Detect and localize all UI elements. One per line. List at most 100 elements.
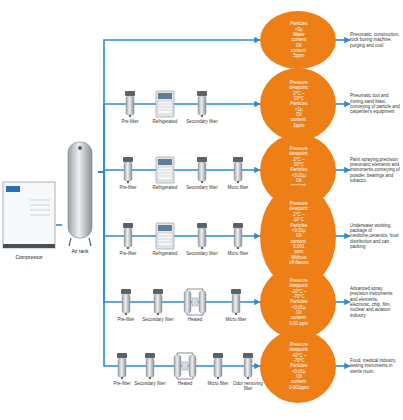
equipment-label: Refrigerated	[149, 251, 181, 256]
spec-text: Particles <0.01μ	[288, 167, 309, 178]
quality-ellipse: Pressure dewpoint: 2°C ~ 10°CParticles <…	[260, 68, 336, 141]
spec-text: Oil content: 0.01 ppm	[288, 310, 309, 326]
spec-text: Pressure dewpoint: -40°C ~ -70°C	[288, 342, 310, 364]
equipment-label: Secondary filter	[186, 185, 218, 190]
spec-text: Particles <0.01μ	[288, 223, 309, 234]
spec-text: Oil content: 1ppm	[288, 112, 309, 128]
filter-symbol	[233, 157, 243, 183]
air-pipe	[336, 169, 350, 171]
air-pipe	[336, 365, 350, 367]
compressor-cabinet	[3, 182, 55, 248]
ellipse-text-block: Pressure dewpoint: 2°C ~ 10°CParticles <…	[288, 80, 309, 129]
ellipse-fill	[260, 68, 336, 141]
treatment-row	[125, 91, 207, 117]
application-text: Pneumatic tool and mixing,sand blast, co…	[350, 93, 400, 115]
equipment-label: Micro filter	[222, 251, 254, 256]
equipment-label: Pre-filter	[112, 251, 144, 256]
equipment-label: Micro filter	[220, 317, 252, 322]
air-pipe	[336, 103, 350, 105]
heated-dryer-symbol	[174, 353, 196, 379]
refrigerated-dryer-symbol	[156, 223, 174, 249]
filter-symbol	[213, 353, 223, 379]
treatment-row	[123, 157, 243, 183]
filter-symbol	[197, 223, 207, 249]
equipment-label: Micro filter	[202, 381, 234, 386]
equipment-label: Odor removing filter	[232, 381, 264, 392]
filter-symbol	[123, 157, 133, 183]
equipment-label: Heated	[169, 381, 201, 386]
part-name: Air tank	[62, 248, 98, 254]
filter-symbol	[243, 353, 253, 379]
ellipse-fill	[260, 11, 336, 69]
ellipse-text-block: Pressure dewpoint: -20°C ~ -70°CParticle…	[288, 278, 309, 327]
spec-text: Particles <3μ	[289, 21, 308, 32]
equipment-label: Secondary filter	[186, 119, 218, 124]
application-text: Food, medical industry, testing instrume…	[350, 358, 400, 374]
filter-symbol	[233, 223, 243, 249]
application-text: Paint spraying,precision pneumatic eleme…	[350, 157, 400, 184]
filter-symbol	[121, 289, 131, 315]
spec-text: Pressure dewpoint: 2°C ~ 10°C	[288, 80, 309, 102]
application-text: Underwater working, package of medicine,…	[350, 223, 400, 250]
filter-symbol	[153, 289, 163, 315]
equipment-label: Pre-filter	[114, 119, 146, 124]
application-text: Pneumatic, construction, rock boring mac…	[350, 32, 400, 48]
tank-legs	[69, 238, 91, 246]
air-pipe	[98, 172, 260, 302]
spec-text: Particles <0.01μ	[288, 363, 310, 374]
compressor-logo	[6, 186, 20, 192]
filter-symbol	[123, 223, 133, 249]
filter-symbol	[197, 157, 207, 183]
spec-text: Oil content: 0.001ppm	[288, 374, 310, 390]
equipment-label: Heated	[179, 317, 211, 322]
quality-ellipse: Pressure dewpoint: -40°C ~ -70°CParticle…	[260, 330, 336, 403]
application-text: Pneumatic tool and mixing,sand blast, co…	[350, 93, 400, 115]
spec-text: Water content	[289, 32, 308, 43]
quality-ellipse: Particles <3μWater contentOil content: 5…	[260, 11, 336, 69]
ellipse-text-block: Pressure dewpoint: 2°C ~ 10°CParticles <…	[288, 201, 309, 266]
refrigerated-dryer-symbol	[156, 91, 174, 117]
air-pipe	[98, 172, 260, 366]
filter-symbol	[197, 91, 207, 117]
equipment-label: Pre-filter	[110, 317, 142, 322]
spec-text: Oil content: 0.001 ppm	[288, 233, 309, 255]
application-text: Advanced spray, precision instruments an…	[350, 286, 400, 318]
application-text: Pneumatic, construction, rock boring mac…	[350, 32, 400, 48]
compressor-vents	[30, 200, 50, 215]
air-tank: Air tank	[62, 140, 98, 254]
ellipse-text-block: Particles <3μWater contentOil content: 5…	[289, 21, 308, 59]
air-tank-drawing	[68, 142, 92, 246]
refrigerated-dryer-symbol	[156, 157, 174, 183]
equipment-label: Refrigerated	[149, 185, 181, 190]
compressor-base	[3, 244, 55, 248]
air-pipe	[98, 40, 260, 172]
part-name: Compressor	[2, 254, 56, 260]
air-pipe	[56, 224, 62, 226]
application-text: Underwater working, package of medicine,…	[350, 223, 400, 250]
air-pipe	[336, 235, 350, 237]
equipment-label: Secondary filter	[186, 251, 218, 256]
ellipse-fill	[260, 330, 336, 403]
spec-text: Pressure dewpoint: -20°C ~ -70°C	[288, 278, 309, 300]
equipment-label: Pre-filter	[106, 381, 138, 386]
treatment-row	[121, 289, 241, 315]
filter-symbol	[145, 353, 155, 379]
air-pipe	[336, 39, 350, 41]
equipment-label: Pre-filter	[112, 185, 144, 190]
quality-ellipse: Pressure dewpoint: -20°C ~ -70°CParticle…	[260, 266, 336, 339]
equipment-label: Secondary filter	[134, 381, 166, 386]
application-text: Advanced spray, precision instruments an…	[350, 286, 400, 318]
ellipse-text-block: Pressure dewpoint: -40°C ~ -70°CParticle…	[288, 342, 310, 391]
spec-text: Particles <0.01μ	[288, 299, 309, 310]
spec-text: Pressure dewpoint: 2°C ~ 10°C	[288, 146, 309, 168]
treatment-row	[117, 353, 253, 379]
ellipse-fill	[260, 266, 336, 339]
treatment-row	[123, 223, 243, 249]
air-pipe	[336, 301, 350, 303]
tank-gauge	[78, 146, 82, 150]
filter-symbol	[117, 353, 127, 379]
spec-text: Pressure dewpoint: 2°C ~ 10°C	[288, 201, 309, 223]
